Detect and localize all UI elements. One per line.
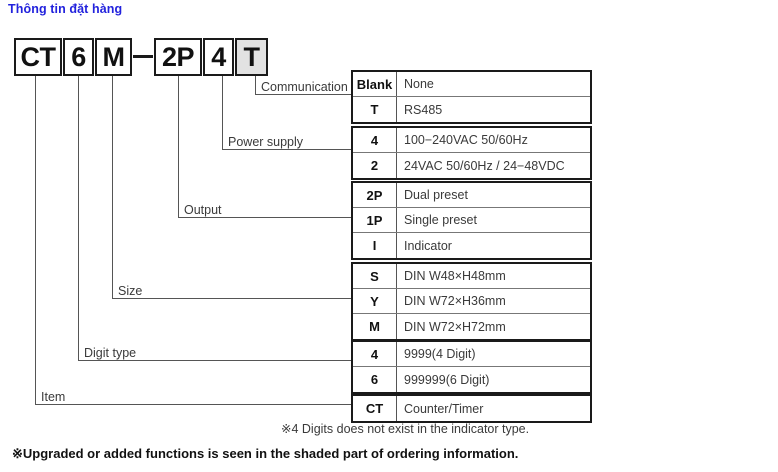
table-row: 2P Dual preset	[353, 183, 590, 208]
table-row: Blank None	[353, 72, 590, 97]
model-code-separator	[133, 55, 153, 58]
option-description: Single preset	[404, 213, 477, 227]
option-description: None	[404, 77, 434, 91]
option-description: Counter/Timer	[404, 401, 484, 416]
option-description: 24VAC 50/60Hz / 24−48VDC	[404, 158, 565, 173]
model-code-box-0: CT	[14, 38, 62, 76]
leader-vline-3	[112, 76, 113, 298]
model-code-box-5: T	[235, 38, 268, 76]
option-code: I	[353, 233, 397, 258]
option-description: DIN W72×H36mm	[404, 294, 506, 308]
model-code-box-2: M	[95, 38, 132, 76]
option-table-power-supply: 4 100−240VAC 50/60Hz 2 24VAC 50/60Hz / 24−4…	[351, 126, 592, 180]
option-code: CT	[353, 396, 397, 421]
option-description: DIN W48×H48mm	[404, 269, 506, 283]
model-code-box-3: 2P	[154, 38, 202, 76]
leader-vline-5	[35, 76, 36, 404]
option-description: Dual preset	[404, 188, 468, 202]
table-row: M DIN W72×H72mm	[353, 314, 590, 339]
leader-hline-3	[112, 298, 353, 299]
leader-vline-0	[255, 76, 256, 94]
option-code: 6	[353, 367, 397, 392]
option-code: 2P	[353, 183, 397, 207]
option-code: 2	[353, 153, 397, 178]
table-row: 1P Single preset	[353, 208, 590, 233]
leader-label-output: Output	[184, 203, 222, 217]
option-code: 4	[353, 342, 397, 366]
leader-vline-4	[78, 76, 79, 360]
table-row: 4 9999(4 Digit)	[353, 342, 590, 367]
option-description: Indicator	[404, 238, 452, 253]
leader-hline-4	[78, 360, 353, 361]
leader-hline-5	[35, 404, 353, 405]
option-table-item: CT Counter/Timer	[351, 394, 592, 423]
option-code: T	[353, 97, 397, 122]
model-code-box-1: 6	[63, 38, 94, 76]
model-code-box-4: 4	[203, 38, 234, 76]
option-code: 1P	[353, 208, 397, 232]
table-row: I Indicator	[353, 233, 590, 258]
footnote-digit: ※4 Digits does not exist in the indicato…	[281, 422, 530, 436]
leader-hline-1	[222, 149, 353, 150]
leader-hline-0	[255, 94, 353, 95]
option-description: 100−240VAC 50/60Hz	[404, 133, 528, 147]
option-code: 4	[353, 128, 397, 152]
table-row: CT Counter/Timer	[353, 396, 590, 421]
option-code: Y	[353, 289, 397, 313]
leader-label-size: Size	[118, 284, 143, 298]
table-row: 6 999999(6 Digit)	[353, 367, 590, 392]
leader-label-communication: Communication	[261, 80, 348, 94]
table-row: S DIN W48×H48mm	[353, 264, 590, 289]
leader-label-digit-type: Digit type	[84, 346, 137, 360]
page-title: Thông tin đặt hàng	[8, 2, 123, 16]
table-row: 2 24VAC 50/60Hz / 24−48VDC	[353, 153, 590, 178]
table-row: 4 100−240VAC 50/60Hz	[353, 128, 590, 153]
table-row: T RS485	[353, 97, 590, 122]
option-code: Blank	[353, 72, 397, 96]
option-table-digit-type: 4 9999(4 Digit) 6 999999(6 Digit)	[351, 340, 592, 394]
option-description: RS485	[404, 102, 443, 117]
leader-label-power-supply: Power supply	[228, 135, 304, 149]
leader-vline-1	[222, 76, 223, 149]
option-code: M	[353, 314, 397, 339]
option-description: 9999(4 Digit)	[404, 347, 476, 361]
option-code: S	[353, 264, 397, 288]
leader-hline-2	[178, 217, 353, 218]
option-description: 999999(6 Digit)	[404, 372, 490, 387]
leader-vline-2	[178, 76, 179, 217]
option-description: DIN W72×H72mm	[404, 319, 506, 334]
footnote-shaded: ※Upgraded or added functions is seen in …	[12, 446, 519, 461]
table-row: Y DIN W72×H36mm	[353, 289, 590, 314]
leader-label-item: Item	[41, 390, 66, 404]
